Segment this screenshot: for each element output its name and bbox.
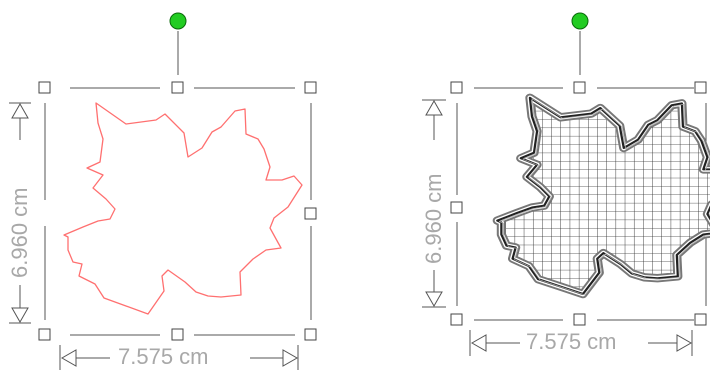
right-width-label: 7.575 cm bbox=[522, 331, 621, 353]
left-height-label: 6.960 cm bbox=[7, 183, 32, 282]
leaf-outline-left[interactable] bbox=[63, 102, 303, 315]
resize-handle-icon[interactable] bbox=[450, 81, 463, 94]
arrow-icon bbox=[60, 349, 77, 367]
resize-handle-icon[interactable] bbox=[38, 328, 51, 341]
arrow-icon bbox=[282, 349, 299, 367]
arrow-icon bbox=[425, 99, 443, 116]
resize-handle-icon[interactable] bbox=[304, 81, 317, 94]
resize-handle-icon[interactable] bbox=[450, 313, 463, 326]
arrow-icon bbox=[470, 334, 487, 352]
arrow-icon bbox=[425, 291, 443, 308]
resize-handle-icon[interactable] bbox=[304, 207, 317, 220]
resize-handle-icon[interactable] bbox=[694, 81, 707, 94]
leaf-hatched-right[interactable] bbox=[497, 98, 710, 295]
left-leaf-group[interactable] bbox=[9, 12, 317, 370]
rotation-handle-icon[interactable] bbox=[571, 12, 589, 30]
resize-handle-icon[interactable] bbox=[450, 201, 463, 214]
resize-handle-icon[interactable] bbox=[573, 313, 586, 326]
rotation-handle-icon[interactable] bbox=[169, 12, 187, 30]
resize-handle-icon[interactable] bbox=[38, 81, 51, 94]
resize-handle-icon[interactable] bbox=[694, 313, 707, 326]
right-height-label: 6.960 cm bbox=[421, 169, 446, 268]
resize-handle-icon[interactable] bbox=[573, 81, 586, 94]
resize-handle-icon[interactable] bbox=[304, 328, 317, 341]
arrow-icon bbox=[11, 102, 29, 119]
arrow-icon bbox=[11, 307, 29, 324]
right-leaf-group[interactable] bbox=[422, 12, 710, 356]
arrow-icon bbox=[676, 334, 693, 352]
resize-handle-icon[interactable] bbox=[171, 81, 184, 94]
resize-handle-icon[interactable] bbox=[171, 328, 184, 341]
left-width-label: 7.575 cm bbox=[114, 346, 213, 368]
